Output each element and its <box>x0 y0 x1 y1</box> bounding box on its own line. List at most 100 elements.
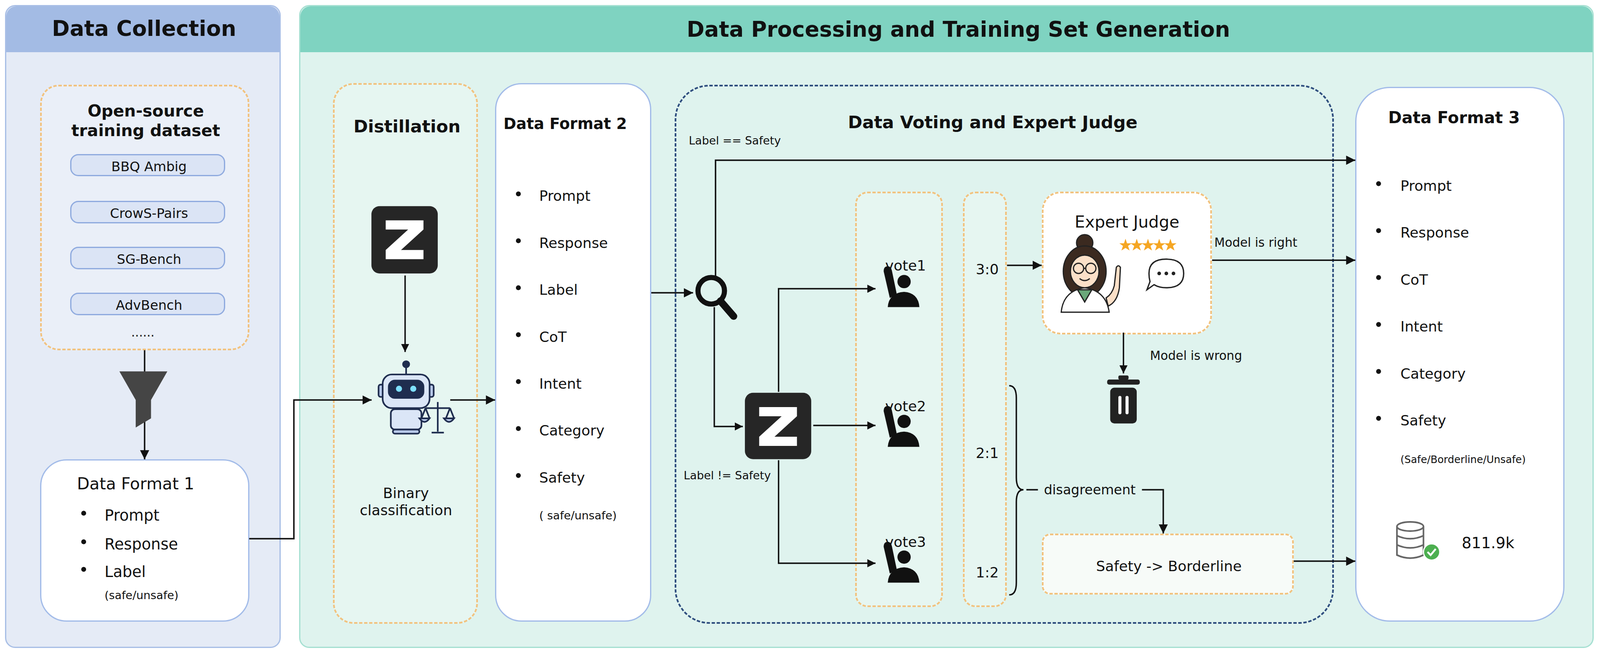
robot-icon <box>425 408 430 419</box>
vote-ratio: 3:0 <box>975 261 999 279</box>
field-note: (Safe/Borderline/Unsafe) <box>1400 453 1526 466</box>
stage-caption: Binary classification <box>347 485 465 520</box>
field-item: Intent <box>1400 318 1443 336</box>
dataset-chip: CrowS-Pairs <box>70 200 226 224</box>
field-item: Label <box>104 563 146 582</box>
curly-brace <box>1009 386 1024 596</box>
trash-icon <box>1118 396 1122 415</box>
database-icon <box>1396 522 1440 561</box>
expert-figure <box>1061 234 1121 313</box>
rating-stars <box>1119 238 1132 251</box>
model-logo <box>385 220 424 260</box>
filter-arrows <box>778 289 876 393</box>
rating-stars <box>1130 238 1143 251</box>
robot-icon <box>396 386 403 393</box>
robot-icon <box>378 384 384 397</box>
model-logo <box>371 206 438 274</box>
dataset-chip: BBQ Ambig <box>70 154 226 177</box>
robot-icon <box>388 380 424 399</box>
logo-arrow <box>404 275 406 353</box>
model-logo <box>759 407 797 447</box>
field-item: Intent <box>539 375 582 393</box>
filter-arrows <box>778 460 876 564</box>
bullet-dot <box>1376 275 1382 281</box>
rating-stars <box>1153 238 1166 251</box>
panel-title: Data Collection <box>51 15 237 42</box>
rating-stars <box>1119 238 1177 251</box>
expert-figure <box>1077 289 1092 303</box>
field-item: Response <box>539 234 608 252</box>
box-title: Data Format 3 <box>1388 108 1520 128</box>
robot-icon <box>392 429 420 435</box>
funnel-icon <box>119 371 168 428</box>
box-text: Safety -> Borderline <box>1096 558 1242 576</box>
dataset-name: CrowS-Pairs <box>109 205 188 222</box>
dataset-chip: AdvBench <box>70 292 226 316</box>
expert-figure <box>1073 263 1084 274</box>
stage-box: DistillationBinary classification <box>332 83 478 625</box>
field-item: Category <box>539 422 605 440</box>
reject-arrow <box>1122 332 1125 374</box>
filter-arrows <box>813 424 876 427</box>
filter-arrows <box>714 289 876 564</box>
robot-icon <box>378 361 455 435</box>
flow-arrow <box>249 400 372 539</box>
field-item: Prompt <box>104 506 160 526</box>
field-item: CoT <box>1400 271 1428 289</box>
vote-label: vote1 <box>885 257 926 275</box>
field-item: Category <box>1400 365 1466 383</box>
speech-bubble <box>1157 271 1161 276</box>
field-item: Label <box>539 281 578 300</box>
magnifier-icon <box>698 277 734 317</box>
bullet-dot <box>515 426 521 432</box>
robot-icon <box>419 418 430 423</box>
bullet-dot <box>515 191 521 197</box>
format-box: Data Format 3PromptResponseCoTIntentCate… <box>1355 86 1565 623</box>
trash-icon <box>1110 388 1138 425</box>
robot-icon <box>428 384 434 397</box>
panel: Data CollectionOpen-source training data… <box>5 5 281 649</box>
vote-ratio: 1:2 <box>975 564 999 582</box>
expert-figure <box>1070 255 1099 288</box>
robot-icon <box>444 418 455 423</box>
vote-label: vote3 <box>885 533 926 552</box>
database-icon <box>1423 544 1440 561</box>
field-note: (safe/unsafe) <box>104 589 179 603</box>
panel-title: Data Processing and Training Set Generat… <box>686 17 1231 44</box>
field-note: ( safe/unsafe) <box>539 509 617 523</box>
rating-stars <box>1164 238 1177 251</box>
panel: Data Processing and Training Set Generat… <box>299 5 1595 649</box>
dataset-group: Open-source training datasetBBQ AmbigCro… <box>40 84 250 351</box>
bullet-dot <box>515 379 521 385</box>
box-title: Data Format 1 <box>76 474 195 495</box>
flow-arrow <box>1293 560 1356 563</box>
speech-bubble <box>1146 259 1184 290</box>
database-icon <box>1396 545 1424 549</box>
vote-label: vote2 <box>885 398 926 416</box>
format-box: Data Format 1PromptResponseLabel(safe/un… <box>40 459 250 623</box>
box-title: Distillation <box>353 116 461 138</box>
magnifier-icon <box>720 301 734 317</box>
bullet-dot <box>1376 322 1382 328</box>
bullet-dot <box>1376 416 1382 422</box>
database-icon <box>1427 549 1436 556</box>
speech-bubble <box>1146 259 1184 290</box>
expert-figure <box>1083 267 1086 270</box>
magnifier-icon <box>698 277 725 305</box>
group-title: Open-source training dataset <box>48 101 243 142</box>
bullet-dot <box>81 510 87 516</box>
robot-icon <box>405 367 407 375</box>
dataset-chip: SG-Bench <box>70 246 226 270</box>
flow-arrow <box>1006 264 1042 267</box>
robot-icon <box>445 408 450 419</box>
dataset-name: SG-Bench <box>116 251 182 268</box>
bullet-dot <box>81 181 1381 572</box>
expert-figure <box>1063 246 1107 298</box>
vote-hand <box>883 266 920 584</box>
vote-column: vote1 vote2 vote3 <box>855 191 943 608</box>
vote-hand <box>883 266 920 308</box>
expert-figure <box>1076 234 1093 252</box>
flow-arrow <box>651 292 694 295</box>
format-box: Data Format 2PromptResponseLabelCoTInten… <box>495 83 652 623</box>
database-icon <box>1396 522 1424 532</box>
